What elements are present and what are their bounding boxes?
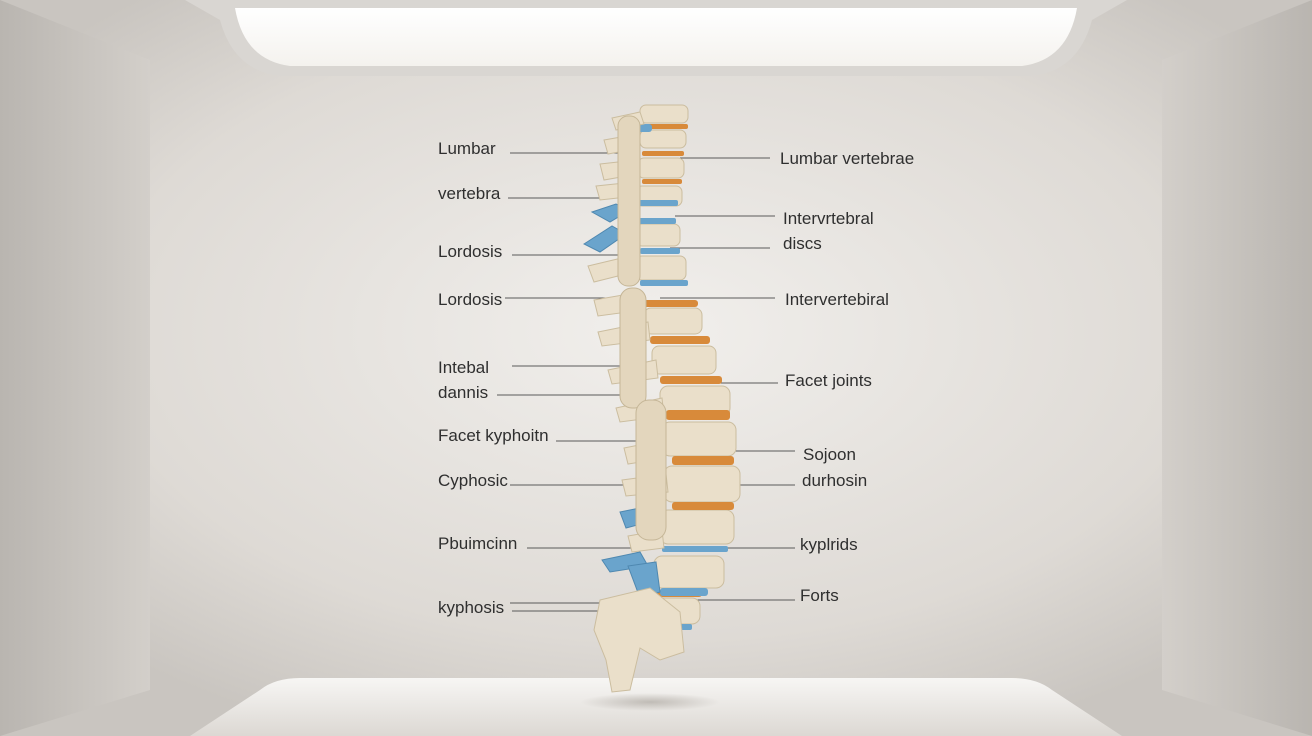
label-right-sojoon: Sojoon: [803, 445, 856, 464]
label-right-durhosin: durhosin: [802, 471, 868, 490]
label-left-vertebra: vertebra: [438, 184, 501, 203]
label-right-kyplrids: kyplrids: [800, 535, 858, 554]
ceiling-light-icon: [185, 0, 1127, 76]
label-left-lumbar: Lumbar: [438, 139, 496, 158]
label-left-intebal: Intebal: [438, 358, 490, 377]
label-left-kyphosis: kyphosis: [438, 598, 505, 617]
floor-platform: [190, 678, 1122, 736]
left-wall: [0, 0, 150, 736]
label-left-lordosis-1: Lordosis: [438, 242, 503, 261]
label-right-intervertebiral: Intervertebiral: [785, 290, 889, 309]
label-right-intervrtebral: Intervrtebral: [783, 209, 874, 228]
label-left-pbuimcinn: Pbuimcinn: [438, 534, 518, 553]
label-left-cyphosic: Cyphosic: [438, 471, 508, 490]
label-right-lumbar-vertebrae: Lumbar vertebrae: [780, 149, 915, 168]
label-right-discs: discs: [783, 234, 822, 253]
spine-shadow: [580, 693, 720, 711]
right-wall: [1162, 0, 1312, 736]
label-right-forts: Forts: [800, 586, 839, 605]
label-right-facet-joints: Facet joints: [785, 371, 872, 390]
label-left-lordosis-2: Lordosis: [438, 290, 503, 309]
label-left-facet-kyphoitn: Facet kyphoitn: [438, 426, 549, 445]
sacrum: [593, 587, 685, 693]
spine-model-icon: [582, 104, 741, 693]
label-left-dannis: dannis: [438, 383, 489, 402]
